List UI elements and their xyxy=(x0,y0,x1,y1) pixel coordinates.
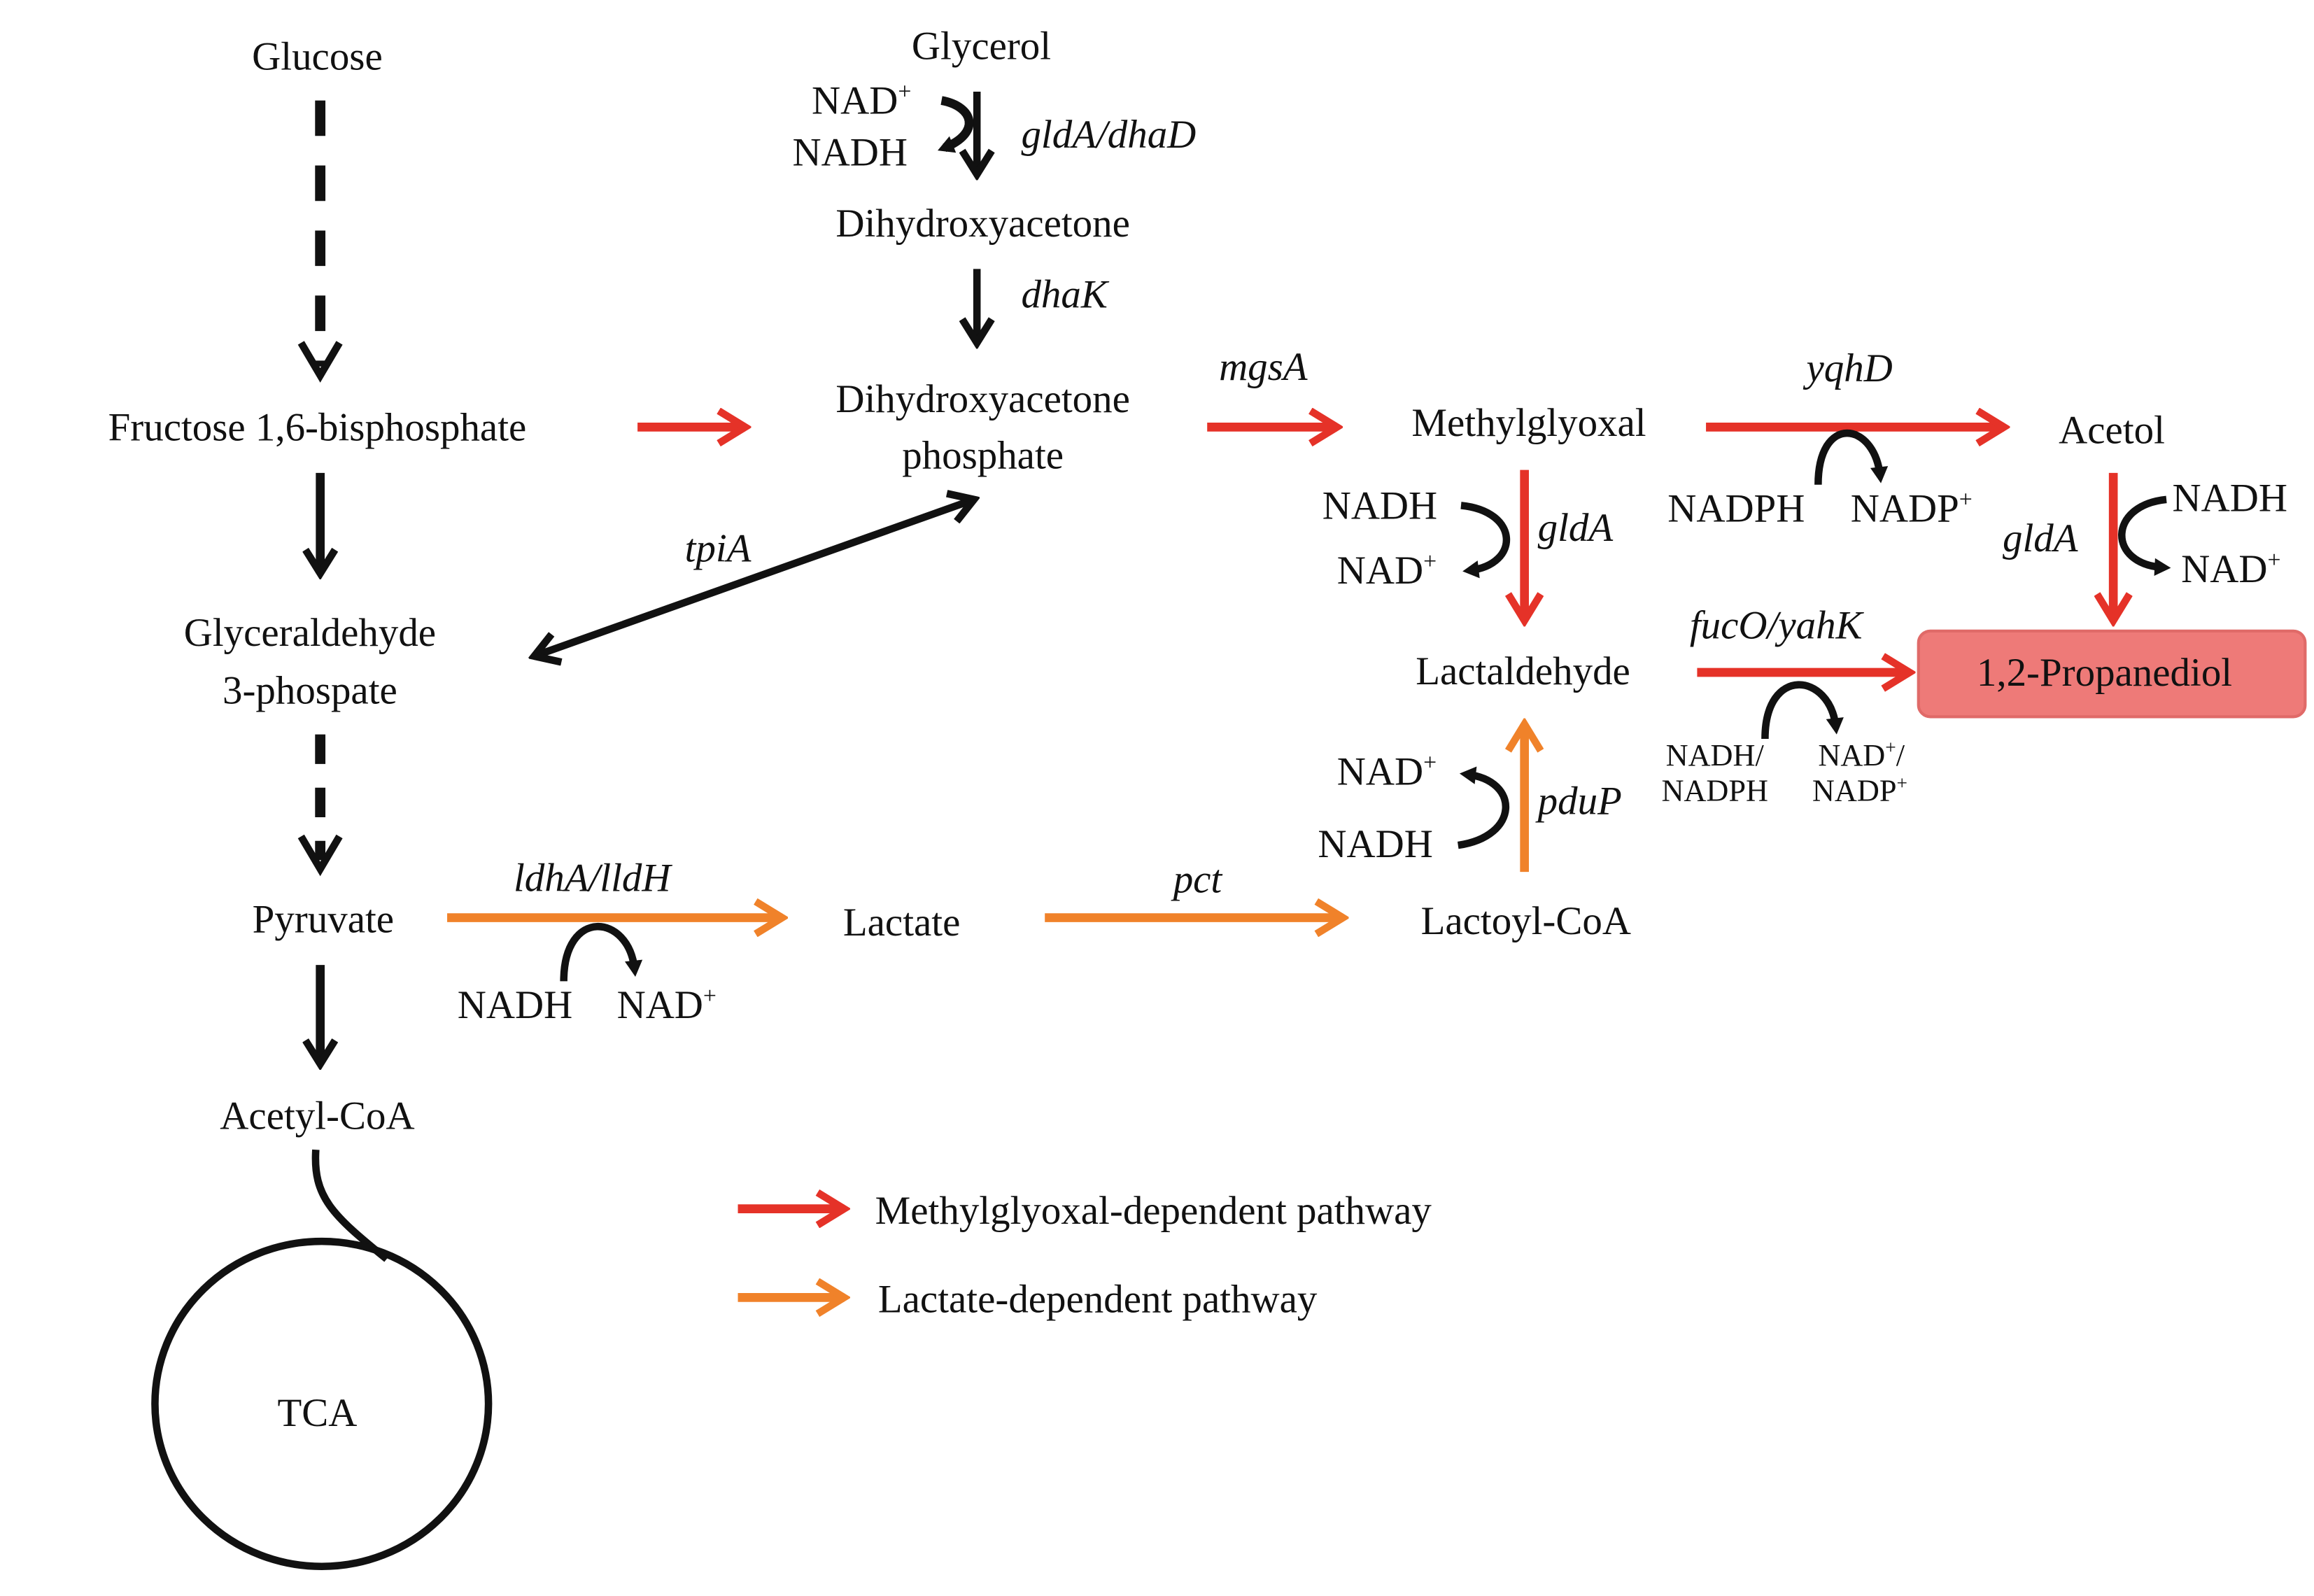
metabolite-dihydroxyacetone: Dihydroxyacetone xyxy=(835,202,1129,246)
cofactor-nad-plus: NAD+ xyxy=(812,78,911,122)
metabolite-pyruvate: Pyruvate xyxy=(253,898,394,942)
cofactor-acetol-nad: NAD+ xyxy=(2181,547,2280,591)
cofactor-acetol-nadh: NADH xyxy=(2173,476,2287,521)
enzyme-glda-mg: gldA xyxy=(1538,506,1614,550)
metabolite-tca: TCA xyxy=(278,1391,358,1435)
legend-item-methylglyoxal: Methylglyoxal-dependent pathway xyxy=(738,1189,1432,1233)
metabolite-acetyl-coa: Acetyl-CoA xyxy=(220,1094,414,1138)
enzyme-dhak: dhaK xyxy=(1021,272,1109,316)
cofactor-yqhd-nadph: NADPH xyxy=(1667,487,1805,531)
legend: Methylglyoxal-dependent pathway Lactate-… xyxy=(738,1189,1432,1321)
metabolite-propanediol: 1,2-Propanediol xyxy=(1977,651,2232,695)
cofactor-fuco-in-line1: NADH/ xyxy=(1666,738,1765,772)
metabolite-methylglyoxal: Methylglyoxal xyxy=(1411,401,1646,445)
enzyme-glda-acetol: gldA xyxy=(2003,516,2078,560)
legend-label-methylglyoxal: Methylglyoxal-dependent pathway xyxy=(875,1189,1432,1233)
metabolite-acetol: Acetol xyxy=(2059,409,2165,453)
cofactor-curve-pdup xyxy=(1457,766,1510,849)
cofactor-curve-acetol xyxy=(2118,495,2171,576)
metabolite-g3p-line2: 3-phospate xyxy=(223,668,397,712)
arrow-tpia-bidirectional xyxy=(534,500,973,656)
cofactor-fuco-out-line2: NADP+ xyxy=(1812,772,1907,808)
metabolite-lactoyl-coa: Lactoyl-CoA xyxy=(1421,899,1631,943)
metabolite-glucose: Glucose xyxy=(252,34,383,78)
metabolite-dhap-line2: phosphate xyxy=(902,433,1064,477)
metabolite-fructose-bisphosphate: Fructose 1,6-bisphosphate xyxy=(108,405,527,449)
enzyme-pct: pct xyxy=(1171,858,1223,902)
legend-label-lactate: Lactate-dependent pathway xyxy=(878,1277,1318,1321)
product-box-propanediol xyxy=(1917,629,2307,719)
enzyme-yqhd: yqhD xyxy=(1802,346,1892,390)
cofactor-pdup-nadh: NADH xyxy=(1318,822,1432,866)
tca-cycle-circle xyxy=(151,1237,493,1571)
cofactor-fuco-in-line2: NADPH xyxy=(1661,774,1768,808)
enzyme-glda-dhad: gldA/dhaD xyxy=(1021,113,1196,157)
enzyme-pdup: pduP xyxy=(1535,779,1622,824)
enzyme-tpia: tpiA xyxy=(685,527,752,571)
arrowhead-g3p-to-pyruvate xyxy=(297,834,343,877)
cofactor-curve-fuco xyxy=(1761,681,1844,740)
cofactor-curve-glycerol xyxy=(938,96,974,153)
cofactor-ldh-nadh: NADH xyxy=(458,983,572,1027)
metabolite-lactaldehyde: Lactaldehyde xyxy=(1416,649,1630,693)
cofactor-curve-mg xyxy=(1460,502,1511,579)
cofactor-mg-nad: NAD+ xyxy=(1337,549,1437,593)
cofactor-fuco-out-line1: NAD+/ xyxy=(1818,737,1905,772)
enzyme-mgsa: mgsA xyxy=(1219,345,1308,389)
enzyme-fuco-yahk: fucO/yahK xyxy=(1690,603,1865,647)
arrowhead-glucose-to-fructose xyxy=(297,341,343,383)
cofactor-curve-ldh xyxy=(560,923,643,982)
cofactor-nadh: NADH xyxy=(793,131,908,175)
cofactor-yqhd-nadp: NADP+ xyxy=(1851,486,1973,530)
metabolite-dhap-line1: Dihydroxyacetone xyxy=(835,377,1129,421)
metabolite-glycerol: Glycerol xyxy=(912,24,1051,68)
cofactor-ldh-nad: NAD+ xyxy=(617,983,717,1027)
cofactor-curve-yqhd xyxy=(1814,429,1889,485)
enzyme-ldha-lldh: ldhA/lldH xyxy=(514,856,672,901)
cofactor-mg-nadh: NADH xyxy=(1322,483,1437,528)
metabolite-g3p-line1: Glyceraldehyde xyxy=(184,611,436,655)
metabolite-lactate: Lactate xyxy=(843,901,960,945)
cofactor-pdup-nad: NAD+ xyxy=(1337,749,1437,793)
legend-item-lactate: Lactate-dependent pathway xyxy=(738,1277,1318,1321)
